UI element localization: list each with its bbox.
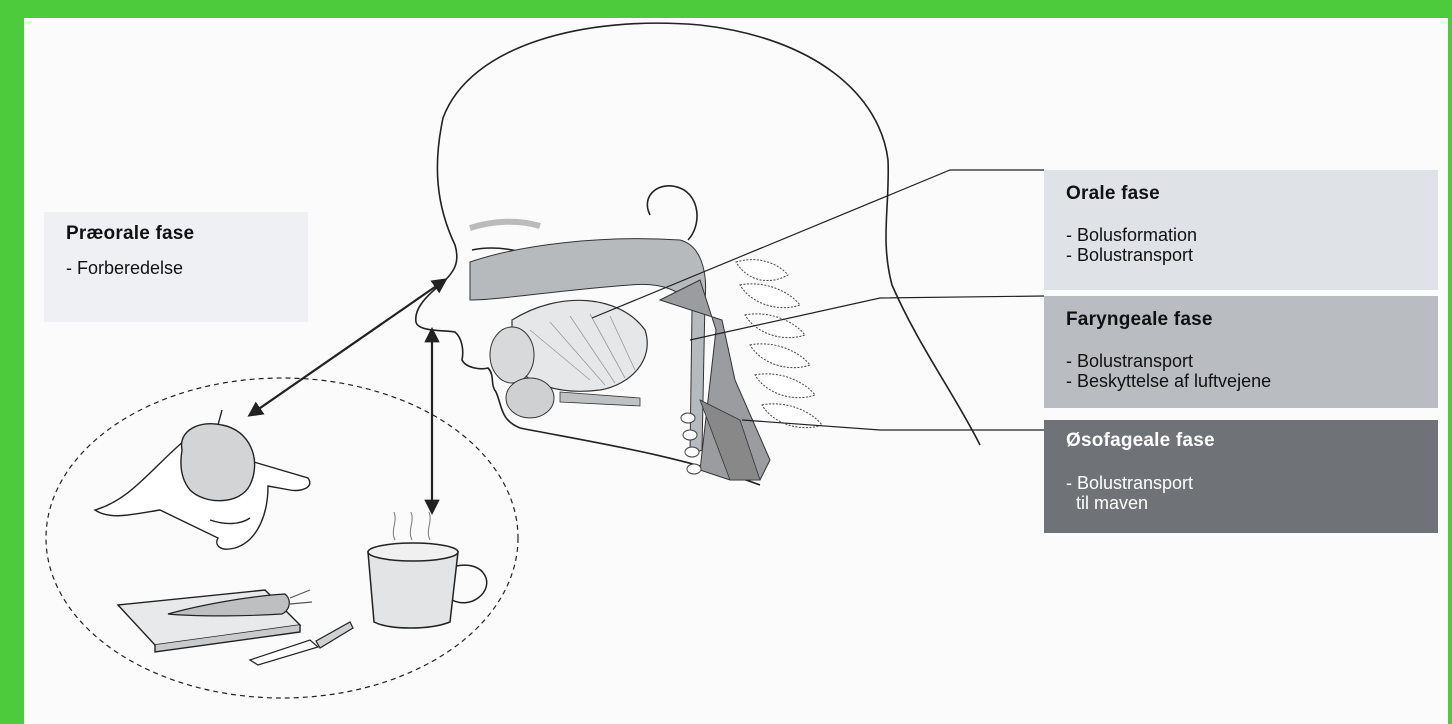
phase-title: Præorale fase <box>66 223 286 245</box>
phase-item: - Forberedelse <box>66 258 286 278</box>
oral-cavity-diagram <box>470 239 770 480</box>
phase-title: Faryngeale fase <box>1066 309 1416 331</box>
phase-item: - Bolustransport <box>1066 351 1416 371</box>
phase-box-esophageal: Øsofageale fase - Bolustransport til mav… <box>1044 420 1438 533</box>
phase-title: Orale fase <box>1066 183 1416 205</box>
cup-icon <box>368 512 487 628</box>
phase-item: - Beskyttelse af luftvejene <box>1066 371 1416 391</box>
phase-item: - Bolusformation <box>1066 225 1416 245</box>
phase-item: - Bolustransport <box>1066 245 1416 265</box>
phase-box-pharyngeal: Faryngeale fase - Bolustransport - Besky… <box>1044 296 1438 408</box>
phase-item: - Bolustransport <box>1066 473 1416 493</box>
phase-title: Øsofageale fase <box>1066 430 1416 452</box>
phase-box-preoral: Præorale fase - Forberedelse <box>44 212 308 322</box>
cervical-spine-icon <box>736 260 822 428</box>
phase-item: til maven <box>1066 493 1416 513</box>
phase-box-oral: Orale fase - Bolusformation - Bolustrans… <box>1044 170 1438 290</box>
apple-in-hand-icon <box>95 410 310 549</box>
